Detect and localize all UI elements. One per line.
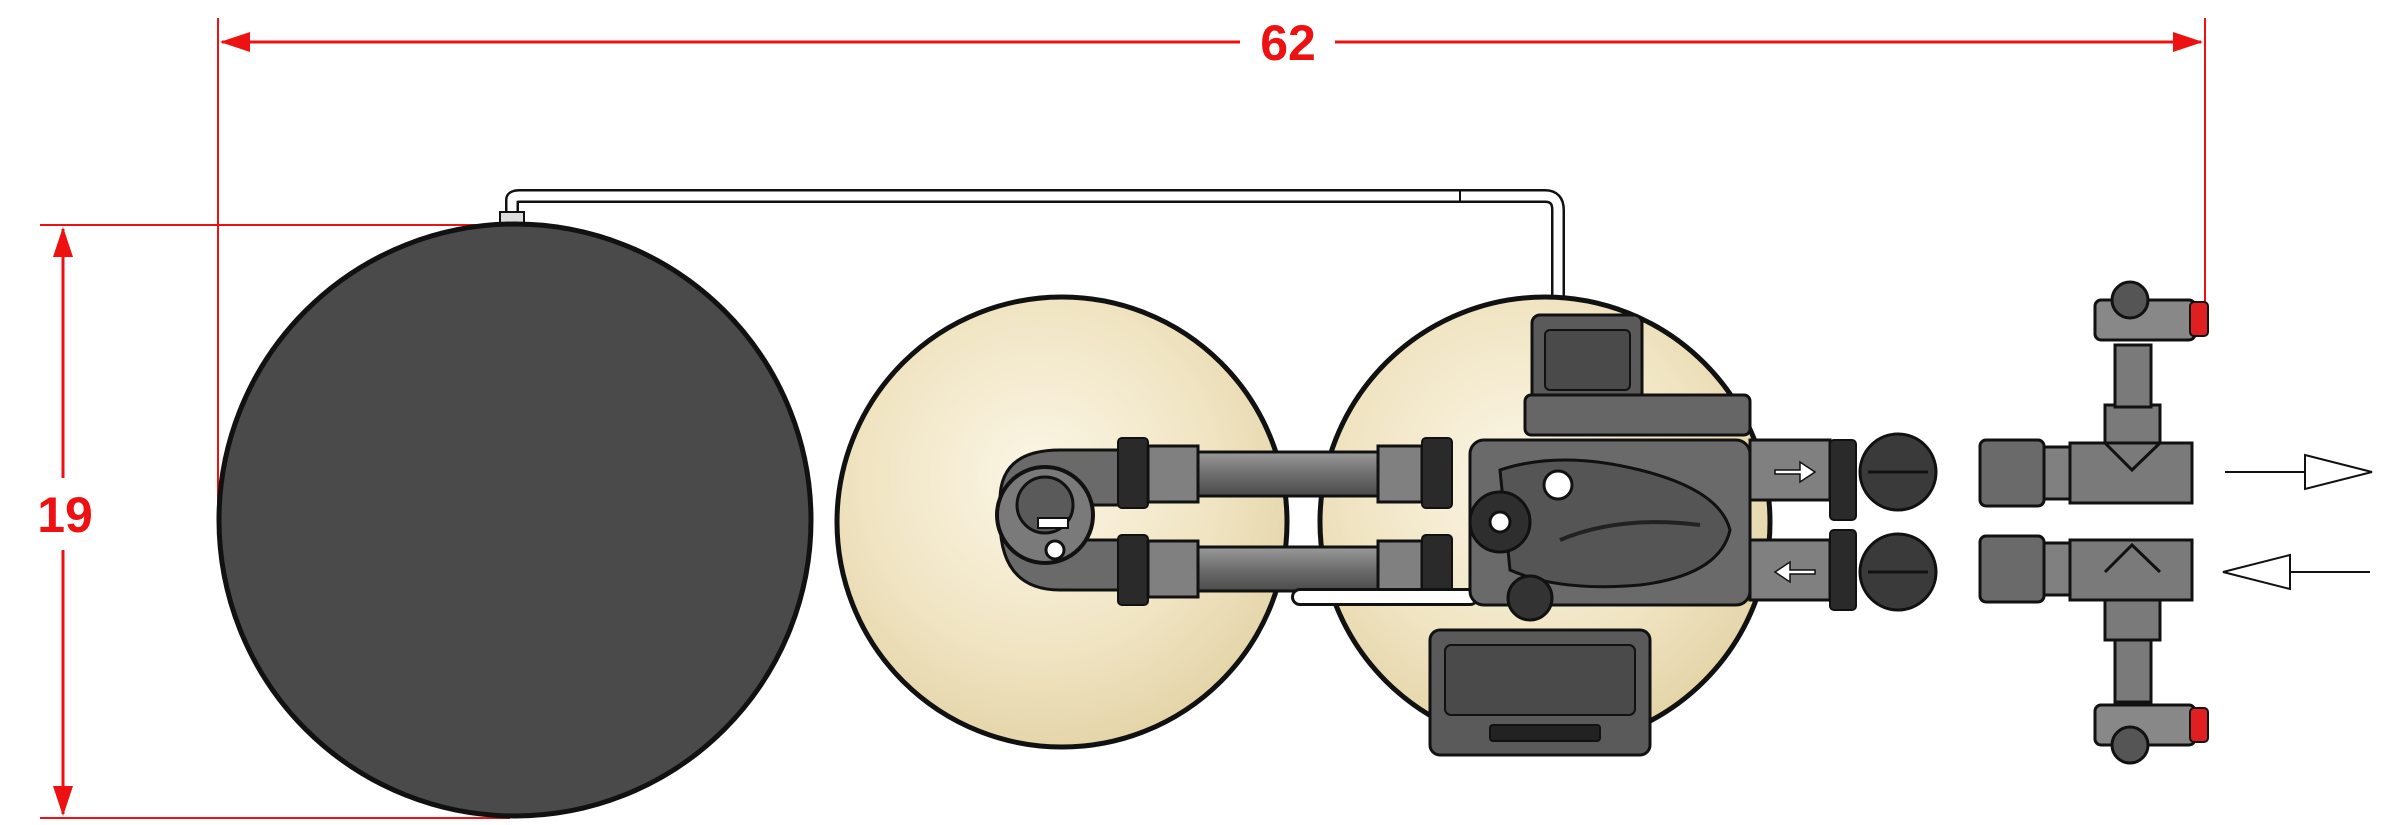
brine-tank — [216, 221, 814, 819]
brine-tube-inner — [507, 191, 1563, 320]
upper-pipe-fitting-right — [1376, 444, 1424, 504]
controller-box-bottom-face — [1444, 644, 1636, 716]
upper-riser — [2113, 343, 2153, 409]
left-head-slot — [1037, 517, 1069, 529]
outlet-flow-arrow — [2225, 453, 2373, 491]
lower-pipe — [1196, 545, 1380, 593]
upper-tee-branch — [2103, 403, 2162, 445]
upper-tee-body — [2068, 441, 2194, 505]
upper-valve-cap — [2189, 301, 2209, 337]
lower-pipe-collar-left — [1117, 534, 1149, 606]
upper-valve-knob — [2110, 280, 2150, 320]
control-valve-head — [1428, 313, 1752, 757]
arrow-left-icon — [1773, 560, 1816, 584]
bypass-manifold — [1748, 432, 2072, 612]
valve-top-port — [1542, 469, 1574, 501]
controller-box-slot — [1489, 724, 1601, 742]
bypass-upper-collar — [1829, 439, 1857, 521]
inlet-flow-arrow — [2222, 553, 2370, 591]
bypass-lower-pipe — [2042, 541, 2072, 597]
arrow-left-icon — [2222, 553, 2291, 591]
upper-pipe-collar-right — [1421, 437, 1453, 509]
bypass-upper-pipe — [2042, 445, 2072, 501]
lower-tee-chevron — [2103, 542, 2162, 574]
arrow-right-icon — [2304, 453, 2373, 491]
lower-valve-cap — [2189, 707, 2209, 743]
arrow-right-icon — [1774, 460, 1817, 484]
lower-pipe-fitting-left — [1146, 539, 1200, 599]
bypass-lower-collar — [1829, 529, 1857, 611]
upper-tee-chevron — [2103, 441, 2162, 473]
bypass-upper-nut — [1978, 438, 2046, 508]
upper-pipe-collar-left — [1117, 437, 1149, 509]
lower-riser — [2113, 638, 2153, 704]
left-head-bolt — [1044, 539, 1066, 561]
tee-fittings — [2068, 280, 2209, 765]
valve-knob-center — [1488, 510, 1512, 534]
lower-valve-knob — [2110, 725, 2150, 765]
upper-pipe-fitting-left — [1146, 444, 1200, 504]
height-dimension: 19 — [37, 224, 510, 819]
flow-arrows — [2222, 453, 2373, 591]
lower-tee-branch — [2103, 598, 2162, 642]
lower-tee-body — [2068, 538, 2194, 602]
controller-base — [1523, 393, 1752, 437]
height-label: 19 — [37, 487, 93, 543]
valve-bottom-port — [1506, 574, 1554, 622]
upper-pipe — [1196, 450, 1380, 498]
width-label: 62 — [1260, 15, 1316, 71]
width-dimension: 62 — [217, 15, 2206, 520]
bypass-lower-nut — [1978, 534, 2046, 604]
valve-housing-ridge — [1559, 520, 1701, 542]
controller-box-top-face — [1544, 329, 1631, 391]
tank-connector-pipes — [1117, 437, 1479, 606]
lower-pipe-fitting-right — [1376, 539, 1424, 599]
